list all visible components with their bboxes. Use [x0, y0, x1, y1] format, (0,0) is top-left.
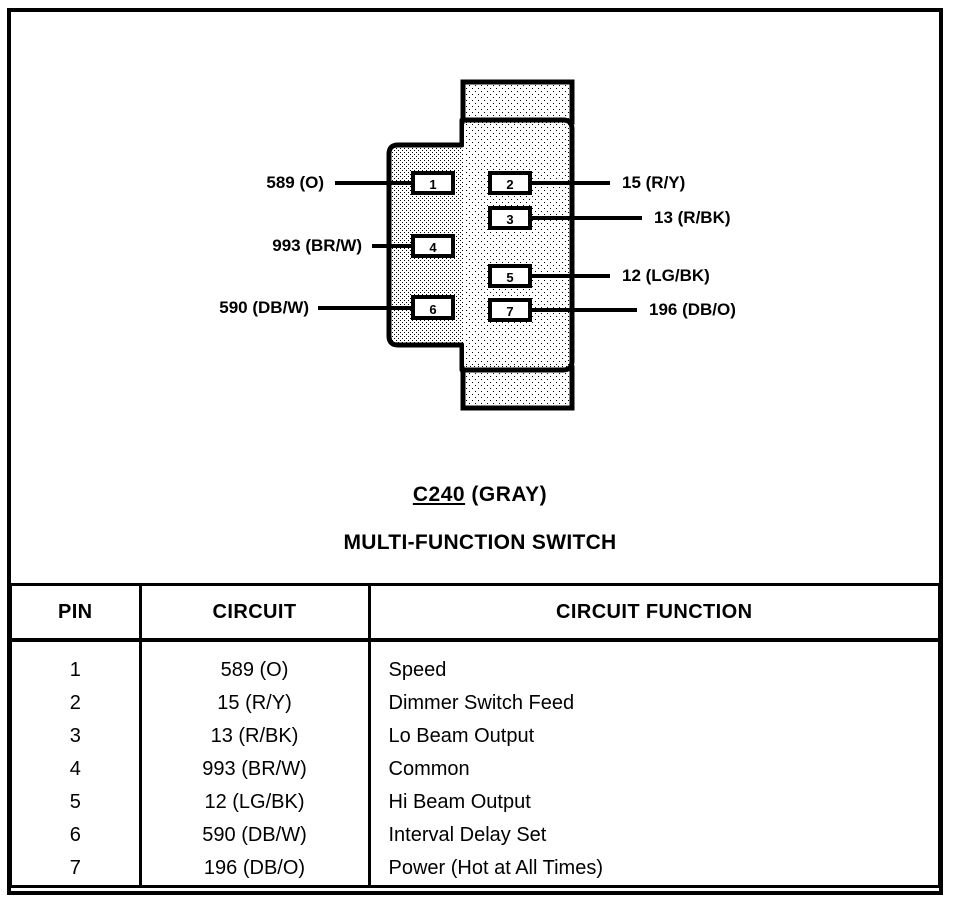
column-header-circuit-function: CIRCUIT FUNCTION: [369, 586, 938, 642]
pin-box-label-1: 1: [429, 177, 436, 192]
cell-function: Dimmer Switch Feed: [388, 692, 575, 714]
pin-box-label-6: 6: [429, 302, 436, 317]
connector-body-inner-shading: [464, 124, 568, 366]
column-header-circuit: CIRCUIT: [140, 586, 371, 642]
column-header-pin: PIN: [12, 586, 142, 642]
cell-circuit: 993 (BR/W): [140, 753, 371, 786]
table-row: 1 589 (O) Speed: [12, 640, 938, 687]
table-row: 2 15 (R/Y) Dimmer Switch Feed: [12, 687, 938, 720]
cell-circuit: 590 (DB/W): [140, 819, 371, 852]
circuit-callout-pin-5: 12 (LG/BK): [622, 266, 710, 285]
table-row: 6 590 (DB/W) Interval Delay Set: [12, 819, 938, 852]
cell-circuit: 196 (DB/O): [140, 852, 371, 885]
cell-function: Interval Delay Set: [388, 824, 547, 846]
circuit-callout-pin-4: 993 (BR/W): [272, 236, 362, 255]
cell-function: Power (Hot at All Times): [388, 857, 604, 879]
table-row: 5 12 (LG/BK) Hi Beam Output: [12, 786, 938, 819]
connector-code: C240: [412, 483, 466, 506]
pin-box-5: 5: [488, 264, 532, 288]
connector-color: (GRAY): [471, 483, 548, 506]
table-header-row: PIN CIRCUIT CIRCUIT FUNCTION: [12, 586, 938, 642]
connector-diagram: 1 4 6 2 3 5: [0, 79, 960, 555]
pin-box-6: 6: [411, 295, 455, 320]
connector-top-tab: [460, 79, 575, 125]
pin-box-label-5: 5: [506, 270, 513, 285]
circuit-callout-pin-7: 196 (DB/O): [649, 300, 736, 319]
pin-table-header: PIN CIRCUIT CIRCUIT FUNCTION: [12, 586, 938, 642]
cell-pin: 6: [12, 819, 142, 852]
pin-table-body: 1 589 (O) Speed 2 15 (R/Y) Dimmer Switch…: [12, 640, 938, 885]
connector-name: MULTI-FUNCTION SWITCH: [343, 531, 617, 554]
connector-caption: C240 (GRAY) MULTI-FUNCTION SWITCH: [0, 483, 960, 555]
cell-pin: 1: [12, 640, 142, 687]
cell-pin: 2: [12, 687, 142, 720]
cell-circuit: 12 (LG/BK): [140, 786, 371, 819]
cell-circuit: 589 (O): [140, 640, 371, 687]
pin-table-container: PIN CIRCUIT CIRCUIT FUNCTION 1 589 (O) S…: [8, 583, 942, 888]
circuit-callout-pin-6: 590 (DB/W): [219, 298, 309, 317]
cell-pin: 4: [12, 753, 142, 786]
pin-box-label-7: 7: [506, 304, 513, 319]
table-row: 7 196 (DB/O) Power (Hot at All Times): [12, 852, 938, 885]
pin-box-4: 4: [411, 234, 455, 258]
connector-bottom-tab: [460, 365, 575, 411]
pin-box-label-2: 2: [506, 177, 513, 192]
connector-code-line: C240 (GRAY): [0, 483, 960, 507]
page-border-frame: [7, 8, 943, 895]
cell-function: Hi Beam Output: [388, 791, 531, 813]
pin-box-1: 1: [411, 171, 455, 195]
cell-function: Common: [388, 758, 470, 780]
cell-pin: 3: [12, 720, 142, 753]
table-row: 3 13 (R/BK) Lo Beam Output: [12, 720, 938, 753]
pin-box-label-3: 3: [506, 212, 513, 227]
cell-pin: 7: [12, 852, 142, 885]
cell-function: Lo Beam Output: [388, 725, 535, 747]
cell-pin: 5: [12, 786, 142, 819]
cell-circuit: 15 (R/Y): [140, 687, 371, 720]
table-row: 4 993 (BR/W) Common: [12, 753, 938, 786]
pin-table: PIN CIRCUIT CIRCUIT FUNCTION 1 589 (O) S…: [12, 586, 938, 885]
circuit-callout-pin-2: 15 (R/Y): [622, 173, 686, 192]
circuit-callout-pin-1: 589 (O): [266, 173, 324, 192]
pin-box-label-4: 4: [429, 240, 437, 255]
pin-box-7: 7: [488, 298, 532, 322]
pin-box-2: 2: [488, 171, 532, 195]
cell-circuit: 13 (R/BK): [140, 720, 371, 753]
circuit-callout-pin-3: 13 (R/BK): [654, 208, 731, 227]
pin-box-3: 3: [488, 206, 532, 230]
connector-illustration: 1 4 6 2 3 5: [318, 79, 642, 411]
cell-function: Speed: [388, 659, 447, 681]
